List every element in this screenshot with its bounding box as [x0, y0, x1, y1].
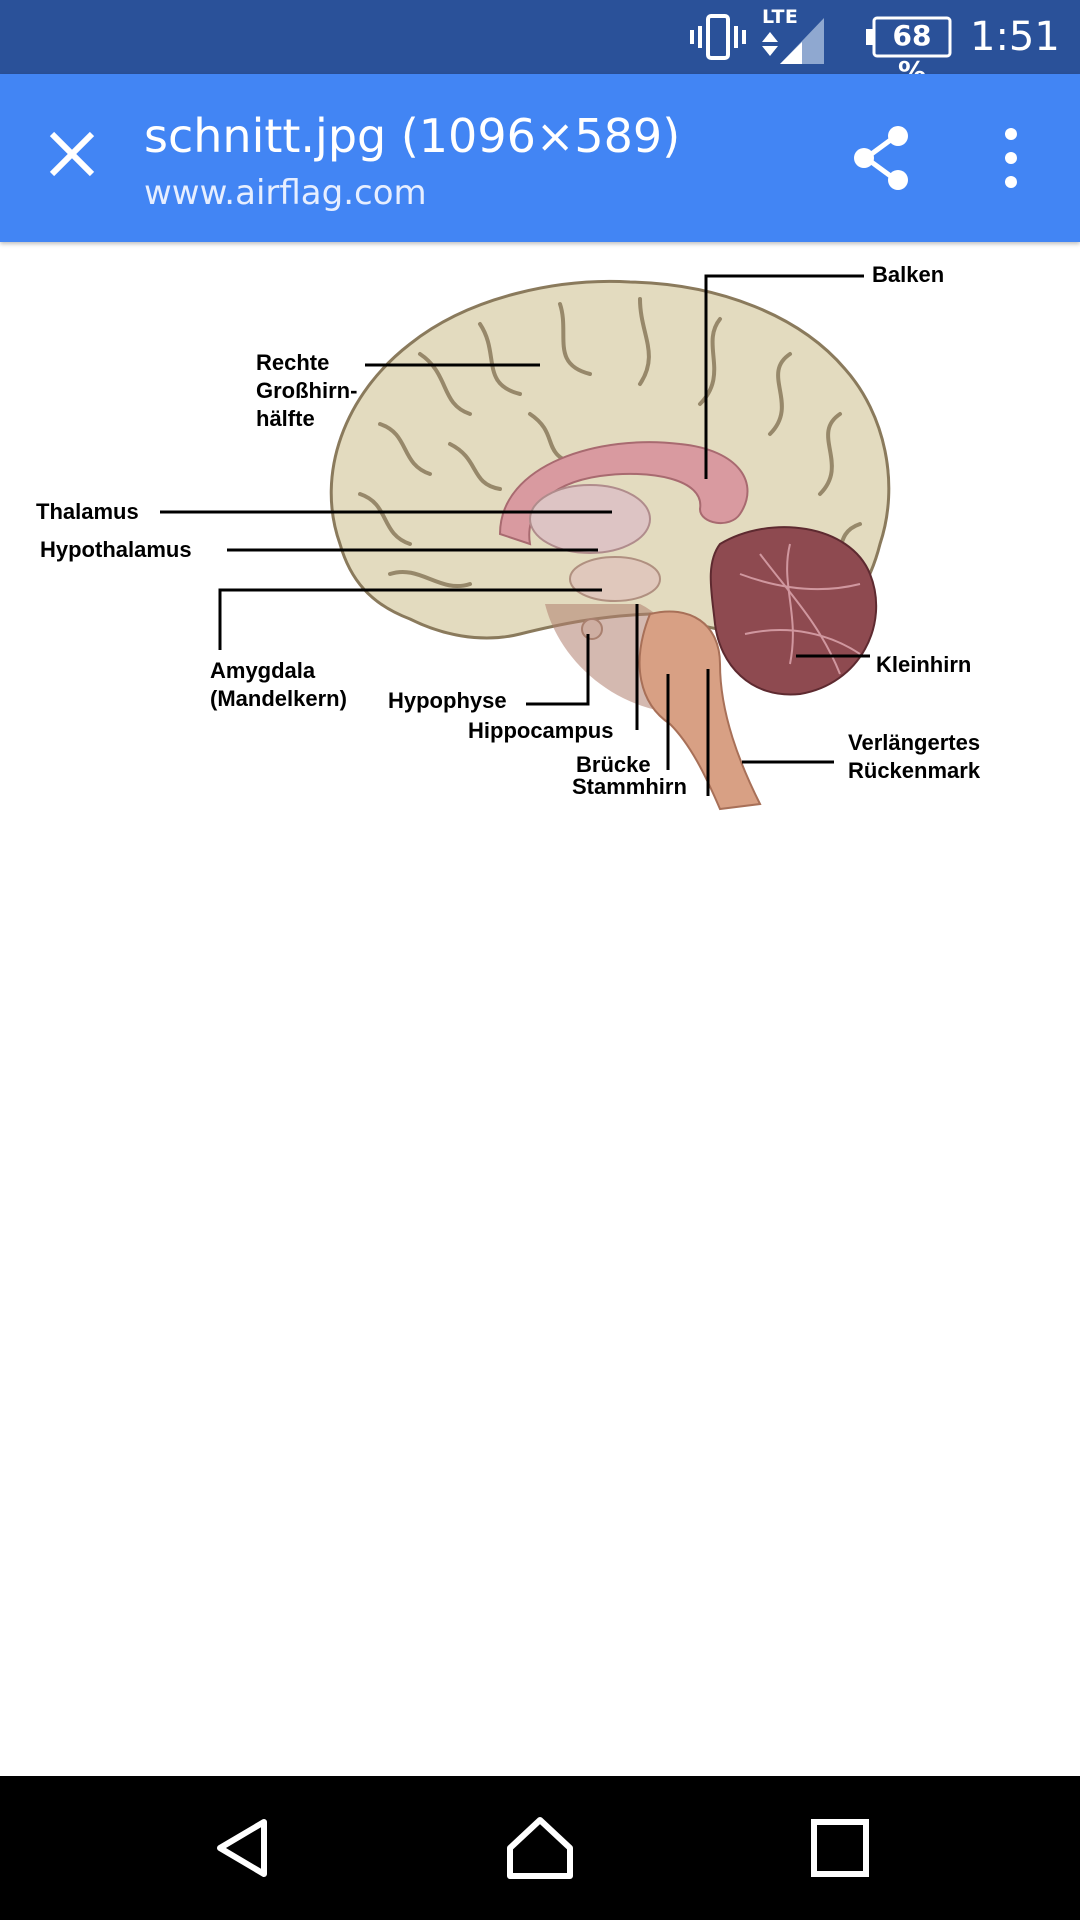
label-verlaengertes-line1: Verlängertes	[848, 730, 981, 755]
share-icon[interactable]	[850, 124, 914, 192]
label-rechte-line1: Rechte	[256, 350, 330, 375]
back-icon[interactable]	[206, 1812, 278, 1884]
close-icon[interactable]	[36, 118, 108, 190]
image-title: schnitt.jpg (1096×589)	[144, 109, 681, 163]
toolbar: schnitt.jpg (1096×589) www.airflag.com	[0, 74, 1080, 242]
recents-icon[interactable]	[804, 1812, 876, 1884]
label-hypothalamus: Hypothalamus	[40, 537, 192, 562]
label-rechte-line2: Großhirn-	[256, 378, 358, 403]
signal-icon	[762, 18, 824, 64]
battery-icon	[866, 16, 952, 58]
label-hypophyse: Hypophyse	[388, 688, 507, 713]
label-rechte-line3: hälfte	[256, 406, 315, 431]
home-icon[interactable]	[504, 1812, 576, 1884]
label-balken: Balken	[872, 262, 945, 287]
brain-image[interactable]: Balken Rechte Großhirn- hälfte Thalamus …	[0, 244, 1080, 824]
label-verlaengertes-line2: Rückenmark	[848, 758, 981, 783]
vibrate-icon	[690, 14, 746, 60]
label-bruecke: Brücke	[576, 752, 651, 777]
label-amygdala-line2: (Mandelkern)	[210, 686, 347, 711]
label-thalamus: Thalamus	[36, 499, 139, 524]
network-type: LTE	[762, 6, 799, 28]
status-bar: LTE 68 % 1:51	[0, 0, 1080, 88]
clock: 1:51	[970, 14, 1060, 60]
image-source[interactable]: www.airflag.com	[144, 173, 427, 213]
brain-illustration	[160, 274, 891, 811]
label-kleinhirn: Kleinhirn	[876, 652, 972, 677]
navigation-bar	[0, 1776, 1080, 1920]
label-hippocampus: Hippocampus	[468, 718, 614, 743]
label-amygdala-line1: Amygdala	[210, 658, 316, 683]
label-stammhirn: Stammhirn	[572, 774, 687, 799]
more-vert-icon[interactable]	[986, 124, 1036, 192]
